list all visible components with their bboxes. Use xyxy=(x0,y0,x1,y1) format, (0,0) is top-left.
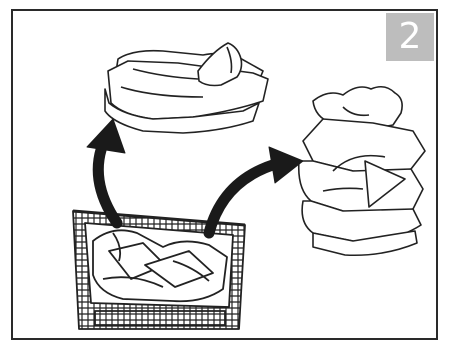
laundry-basket-icon xyxy=(73,211,245,329)
clothes-pile-icon xyxy=(299,87,425,256)
folded-clothes-icon xyxy=(105,43,268,133)
laundry-sorting-illustration xyxy=(13,11,436,338)
instruction-panel: 2 xyxy=(11,9,438,340)
